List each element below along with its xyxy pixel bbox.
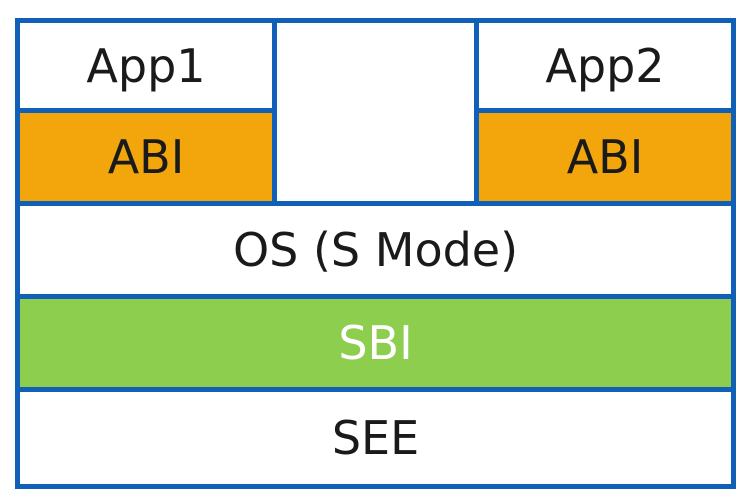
box-os-s-mode-label: OS (S Mode) <box>232 223 519 277</box>
box-os-s-mode: OS (S Mode) <box>15 201 736 299</box>
box-sbi-label: SBI <box>338 316 413 370</box>
box-sbi: SBI <box>15 294 736 392</box>
box-app2: App2 <box>474 18 736 113</box>
box-app1-label: App1 <box>86 38 206 93</box>
box-see-label: SEE <box>331 411 420 465</box>
box-abi-right: ABI <box>474 108 736 206</box>
box-app1: App1 <box>15 18 277 113</box>
box-abi-left-label: ABI <box>107 130 185 184</box>
box-abi-left: ABI <box>15 108 277 206</box>
box-app2-label: App2 <box>545 38 665 93</box>
box-abi-right-label: ABI <box>566 130 644 184</box>
box-see: SEE <box>15 387 736 489</box>
